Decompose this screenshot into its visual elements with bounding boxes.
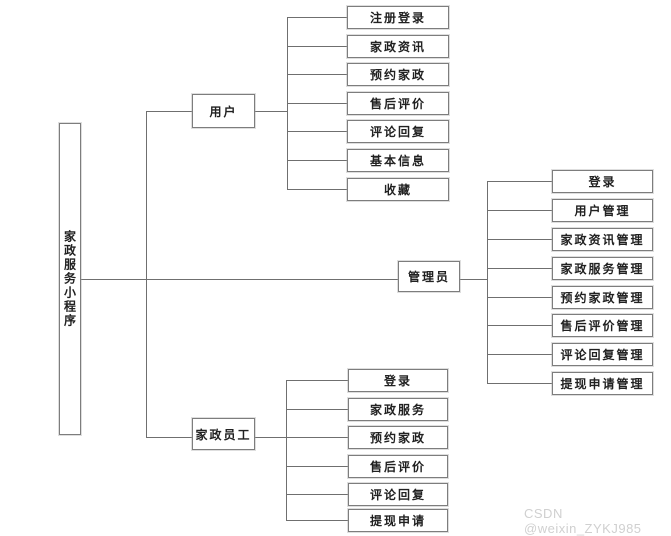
csdn-watermark: CSDN @weixin_ZYKJ985: [524, 506, 642, 536]
connector-line: [487, 268, 552, 269]
connector-line: [286, 380, 348, 381]
branch-node-staff: 家政员工: [192, 418, 255, 450]
leaf-node: 预约家政: [348, 426, 448, 449]
leaf-node: 预约家政: [347, 63, 449, 86]
connector-line: [287, 131, 347, 132]
connector-line: [287, 74, 347, 75]
connector-line: [286, 409, 348, 410]
leaf-node: 售后评价: [347, 92, 449, 115]
leaf-node: 登录: [348, 369, 448, 392]
staff-to-spine-line: [255, 437, 286, 438]
connector-line: [287, 160, 347, 161]
user-to-spine-line: [255, 111, 287, 112]
leaf-node: 提现申请管理: [552, 372, 653, 395]
connector-line: [287, 103, 347, 104]
leaf-node: 评论回复: [348, 483, 448, 506]
connector-line: [487, 383, 552, 384]
trunk-to-user-line: [146, 111, 192, 112]
branch-node-admin: 管理员: [398, 261, 460, 292]
trunk-vertical-line: [146, 111, 147, 437]
trunk-to-staff-line: [146, 437, 192, 438]
leaf-node: 收藏: [347, 178, 449, 201]
connector-line: [487, 210, 552, 211]
connector-line: [487, 181, 552, 182]
leaf-node: 评论回复: [347, 120, 449, 143]
leaf-node: 注册登录: [347, 6, 449, 29]
connector-line: [487, 325, 552, 326]
leaf-node: 家政服务管理: [552, 257, 653, 280]
leaf-node: 预约家政管理: [552, 286, 653, 309]
root-node: 家政服务小程序: [59, 123, 81, 435]
leaf-node: 基本信息: [347, 149, 449, 172]
connector-line: [487, 354, 552, 355]
connector-line: [287, 46, 347, 47]
connector-line: [287, 189, 347, 190]
connector-line: [287, 17, 347, 18]
admin-spine-line: [487, 181, 488, 383]
leaf-node: 登录: [552, 170, 653, 193]
connector-line: [487, 297, 552, 298]
connector-line: [286, 437, 348, 438]
leaf-node: 售后评价: [348, 455, 448, 478]
branch-node-user: 用户: [192, 94, 255, 128]
connector-line: [286, 466, 348, 467]
leaf-node: 家政资讯: [347, 35, 449, 58]
leaf-node: 售后评价管理: [552, 314, 653, 337]
leaf-node: 用户管理: [552, 199, 653, 222]
leaf-node: 家政服务: [348, 398, 448, 421]
connector-line: [286, 494, 348, 495]
root-to-admin-line: [81, 279, 398, 280]
connector-line: [286, 520, 348, 521]
leaf-node: 提现申请: [348, 509, 448, 532]
staff-spine-line: [286, 380, 287, 520]
admin-to-spine-line: [459, 279, 487, 280]
connector-line: [487, 239, 552, 240]
leaf-node: 家政资讯管理: [552, 228, 653, 251]
leaf-node: 评论回复管理: [552, 343, 653, 366]
